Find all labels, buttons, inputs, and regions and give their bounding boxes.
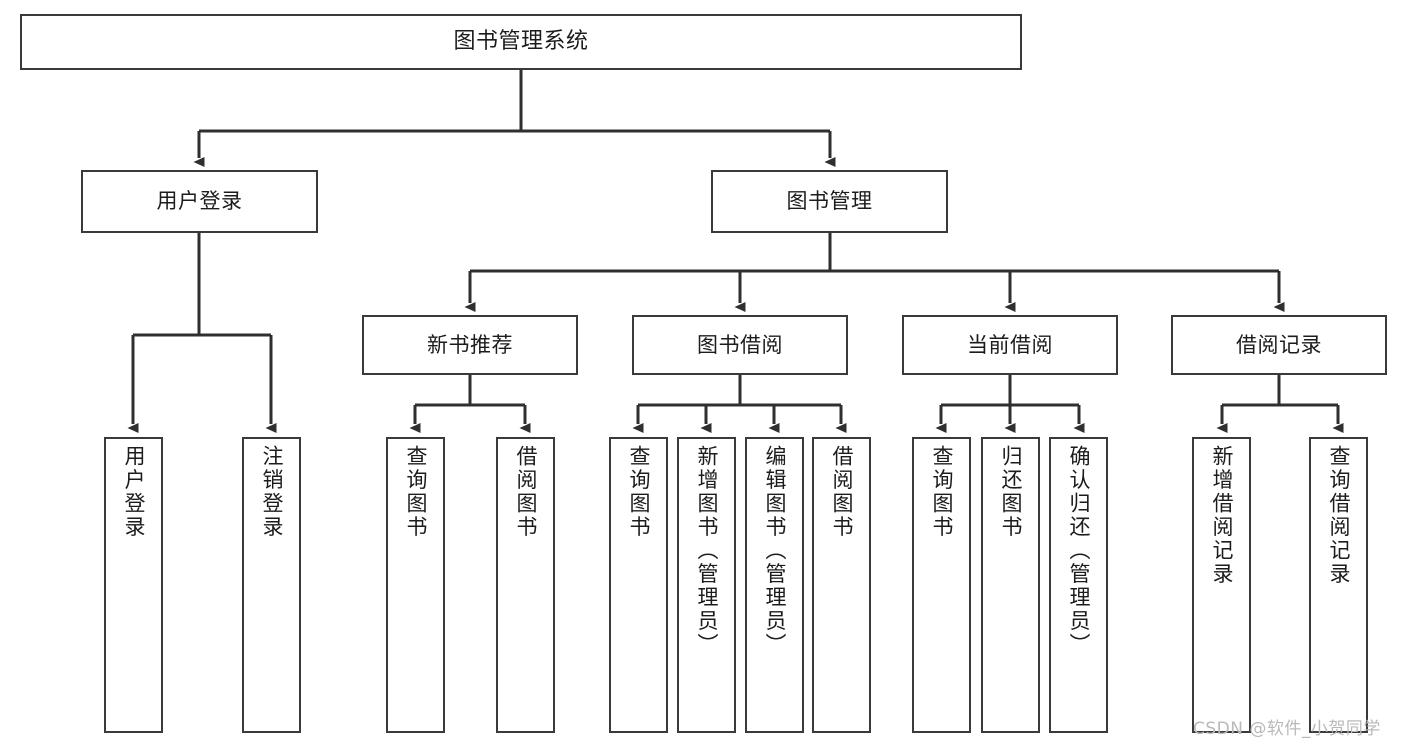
leaf-query-borrow-record[interactable]: 查询借阅记录: [1309, 437, 1368, 733]
leaf-add-book[interactable]: 新增图书（管理员）: [677, 437, 736, 733]
node-label: 查询图书: [930, 445, 954, 539]
leaf-borrow-book[interactable]: 借阅图书: [812, 437, 871, 733]
node-root-book-management-system[interactable]: 图书管理系统: [20, 14, 1022, 70]
leaf-return-book[interactable]: 归还图书: [981, 437, 1040, 733]
node-label: 图书借阅: [697, 332, 783, 357]
node-book-manage[interactable]: 图书管理: [711, 170, 948, 233]
node-book-borrow[interactable]: 图书借阅: [632, 315, 848, 375]
node-label: 查询图书: [627, 445, 651, 539]
node-label: 用户登录: [122, 445, 146, 539]
node-label: 确认归还（管理员）: [1067, 445, 1091, 657]
leaf-add-borrow-record[interactable]: 新增借阅记录: [1192, 437, 1251, 733]
node-label: 当前借阅: [967, 332, 1053, 357]
node-label: 查询借阅记录: [1327, 445, 1351, 586]
leaf-confirm-return[interactable]: 确认归还（管理员）: [1049, 437, 1108, 733]
node-borrow-record[interactable]: 借阅记录: [1171, 315, 1387, 375]
node-label: 归还图书: [999, 445, 1023, 539]
leaf-user-login[interactable]: 用户登录: [104, 437, 163, 733]
node-label: 借阅图书: [514, 445, 538, 539]
node-label: 借阅图书: [830, 445, 854, 539]
leaf-query-book-borrow[interactable]: 查询图书: [609, 437, 668, 733]
node-label: 新增借阅记录: [1210, 445, 1234, 586]
node-label: 编辑图书（管理员）: [763, 445, 787, 657]
node-label: 新书推荐: [427, 332, 513, 357]
csdn-watermark: CSDN @软件_小贺同学: [1193, 719, 1381, 739]
node-label: 注销登录: [260, 445, 284, 539]
node-label: 借阅记录: [1236, 332, 1322, 357]
node-label: 新增图书（管理员）: [695, 445, 719, 657]
node-current-borrow[interactable]: 当前借阅: [902, 315, 1118, 375]
node-label: 用户登录: [156, 189, 243, 214]
node-new-book-recommend[interactable]: 新书推荐: [362, 315, 578, 375]
node-user-login[interactable]: 用户登录: [81, 170, 318, 233]
leaf-borrow-book-recommend[interactable]: 借阅图书: [496, 437, 555, 733]
leaf-edit-book[interactable]: 编辑图书（管理员）: [745, 437, 804, 733]
leaf-query-book-current[interactable]: 查询图书: [912, 437, 971, 733]
node-label: 图书管理系统: [453, 29, 589, 55]
leaf-user-logout[interactable]: 注销登录: [242, 437, 301, 733]
node-label: 查询图书: [404, 445, 428, 539]
leaf-query-book-recommend[interactable]: 查询图书: [386, 437, 445, 733]
node-label: 图书管理: [786, 189, 873, 214]
